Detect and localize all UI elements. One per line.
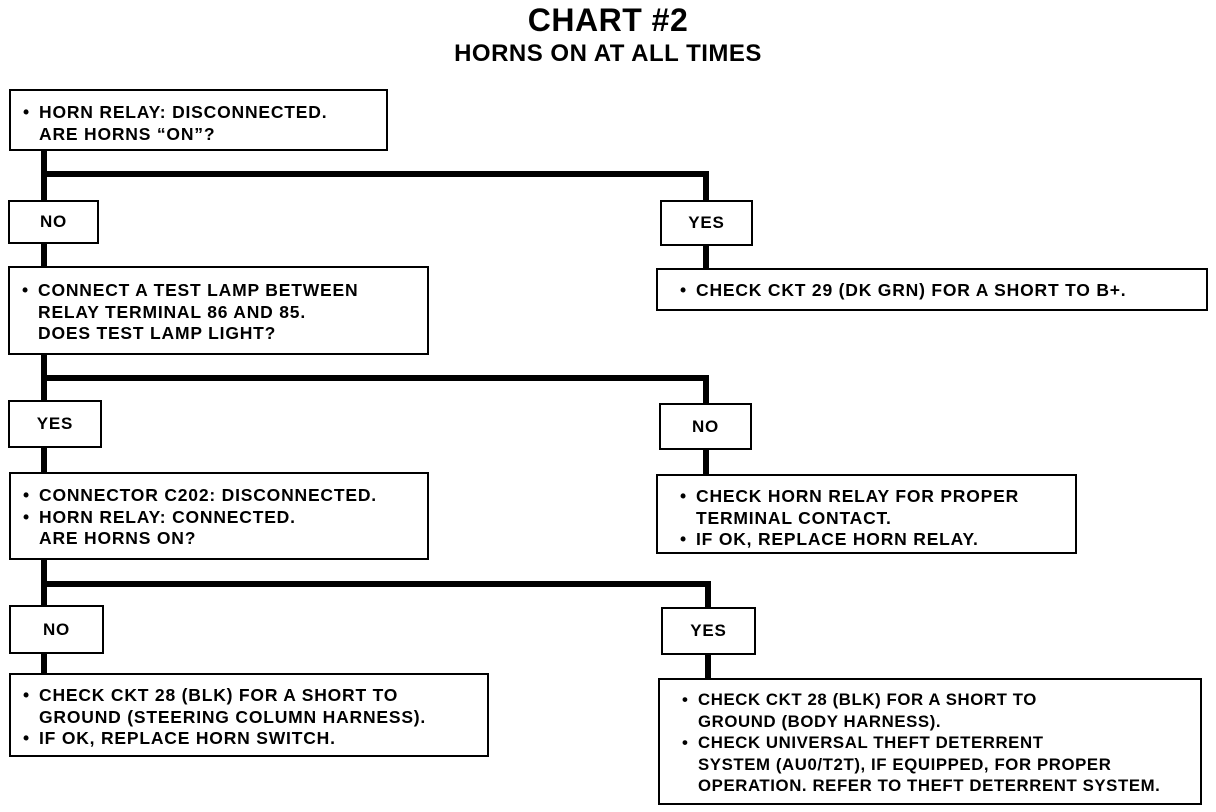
text-line: SYSTEM (AU0/T2T), IF EQUIPPED, FOR PROPE… xyxy=(682,754,1196,776)
box-text: GROUND (BODY HARNESS). xyxy=(698,711,942,731)
text-line: RELAY TERMINAL 86 AND 85. xyxy=(22,302,419,324)
text-line: • CHECK UNIVERSAL THEFT DETERRENT xyxy=(682,732,1196,754)
bullet-icon xyxy=(680,508,696,530)
bullet-icon xyxy=(23,124,39,146)
chart-title: CHART #2 xyxy=(527,2,689,38)
bullet-icon: • xyxy=(23,485,30,505)
answer-yes-2: YES xyxy=(8,400,102,448)
box-text: GROUND (STEERING COLUMN HARNESS). xyxy=(39,706,427,727)
box-text: CHECK CKT 28 (BLK) FOR A SHORT TO xyxy=(698,690,1037,709)
box-check-ckt-28-steering: • CHECK CKT 28 (BLK) FOR A SHORT TO GROUN… xyxy=(9,673,489,757)
box-text: CHECK CKT 28 (BLK) FOR A SHORT TO xyxy=(39,685,399,705)
bullet-icon xyxy=(682,775,698,797)
box-connect-test-lamp: • CONNECT A TEST LAMP BETWEEN RELAY TERMI… xyxy=(8,266,429,355)
text-line: • IF OK, REPLACE HORN SWITCH. xyxy=(23,728,481,750)
box-text: CHECK UNIVERSAL THEFT DETERRENT xyxy=(698,733,1044,752)
box-text: DOES TEST LAMP LIGHT? xyxy=(38,323,277,343)
bullet-icon xyxy=(23,528,39,550)
chart-subtitle: HORNS ON AT ALL TIMES xyxy=(454,40,762,67)
bullet-icon: • xyxy=(22,280,29,300)
bullet-icon: • xyxy=(680,529,687,549)
text-line: ARE HORNS “ON”? xyxy=(23,124,378,146)
bullet-icon: • xyxy=(23,728,30,748)
answer-no-3: NO xyxy=(9,605,104,654)
box-check-ckt-29: • CHECK CKT 29 (DK GRN) FOR A SHORT TO B+… xyxy=(656,268,1208,311)
box-text: ARE HORNS “ON”? xyxy=(39,123,216,144)
answer-yes-3: YES xyxy=(661,607,756,655)
text-line: GROUND (BODY HARNESS). xyxy=(682,711,1196,733)
text-line: TERMINAL CONTACT. xyxy=(680,508,1069,530)
bullet-icon xyxy=(22,323,38,345)
answer-no-2: NO xyxy=(659,403,752,450)
answer-no-1: NO xyxy=(8,200,99,244)
box-text: HORN RELAY: DISCONNECTED. xyxy=(39,102,328,122)
text-line: • IF OK, REPLACE HORN RELAY. xyxy=(680,529,1069,551)
text-line: OPERATION. REFER TO THEFT DETERRENT SYST… xyxy=(682,775,1196,797)
box-text: IF OK, REPLACE HORN RELAY. xyxy=(696,529,979,549)
box-text: CHECK CKT 29 (DK GRN) FOR A SHORT TO B+. xyxy=(696,280,1127,300)
text-line: • HORN RELAY: CONNECTED. xyxy=(23,507,419,529)
text-line: • CONNECTOR C202: DISCONNECTED. xyxy=(23,485,419,507)
text-line: • CHECK CKT 28 (BLK) FOR A SHORT TO xyxy=(682,689,1196,711)
text-line: • CONNECT A TEST LAMP BETWEEN xyxy=(22,280,419,302)
answer-yes-1: YES xyxy=(660,200,753,246)
box-text: CONNECT A TEST LAMP BETWEEN xyxy=(38,280,359,300)
bullet-icon: • xyxy=(680,280,687,300)
box-text: SYSTEM (AU0/T2T), IF EQUIPPED, FOR PROPE… xyxy=(698,754,1112,774)
bullet-icon: • xyxy=(23,102,30,122)
text-line: DOES TEST LAMP LIGHT? xyxy=(22,323,419,345)
bullet-icon: • xyxy=(682,733,689,752)
bullet-icon: • xyxy=(682,690,689,709)
text-line: • CHECK HORN RELAY FOR PROPER xyxy=(680,486,1069,508)
bullet-icon xyxy=(682,754,698,776)
text-line: ARE HORNS ON? xyxy=(23,528,419,550)
box-connector-c202: • CONNECTOR C202: DISCONNECTED. • HORN REL… xyxy=(9,472,429,560)
bullet-icon xyxy=(682,711,698,733)
box-horn-relay-disconnected: • HORN RELAY: DISCONNECTED. ARE HORNS “ON… xyxy=(9,89,388,151)
text-line: GROUND (STEERING COLUMN HARNESS). xyxy=(23,707,481,729)
bullet-icon: • xyxy=(23,506,30,527)
box-text: OPERATION. REFER TO THEFT DETERRENT SYST… xyxy=(698,776,1161,795)
text-line: • HORN RELAY: DISCONNECTED. xyxy=(23,102,378,124)
text-line: • CHECK CKT 28 (BLK) FOR A SHORT TO xyxy=(23,685,481,707)
box-text: HORN RELAY: CONNECTED. xyxy=(39,506,296,527)
box-check-ckt-28-body: • CHECK CKT 28 (BLK) FOR A SHORT TO GROUN… xyxy=(658,678,1202,805)
box-text: TERMINAL CONTACT. xyxy=(696,507,892,528)
box-text: ARE HORNS ON? xyxy=(39,528,197,548)
box-text: CONNECTOR C202: DISCONNECTED. xyxy=(39,485,377,505)
bullet-icon: • xyxy=(680,486,687,506)
box-text: RELAY TERMINAL 86 AND 85. xyxy=(38,301,306,322)
box-text: CHECK HORN RELAY FOR PROPER xyxy=(696,486,1020,506)
box-check-horn-relay: • CHECK HORN RELAY FOR PROPER TERMINAL CO… xyxy=(656,474,1077,554)
box-text: IF OK, REPLACE HORN SWITCH. xyxy=(39,728,336,748)
text-line: • CHECK CKT 29 (DK GRN) FOR A SHORT TO B+… xyxy=(680,280,1200,302)
bullet-icon xyxy=(22,302,38,324)
bullet-icon xyxy=(23,707,39,729)
bullet-icon: • xyxy=(23,685,30,705)
